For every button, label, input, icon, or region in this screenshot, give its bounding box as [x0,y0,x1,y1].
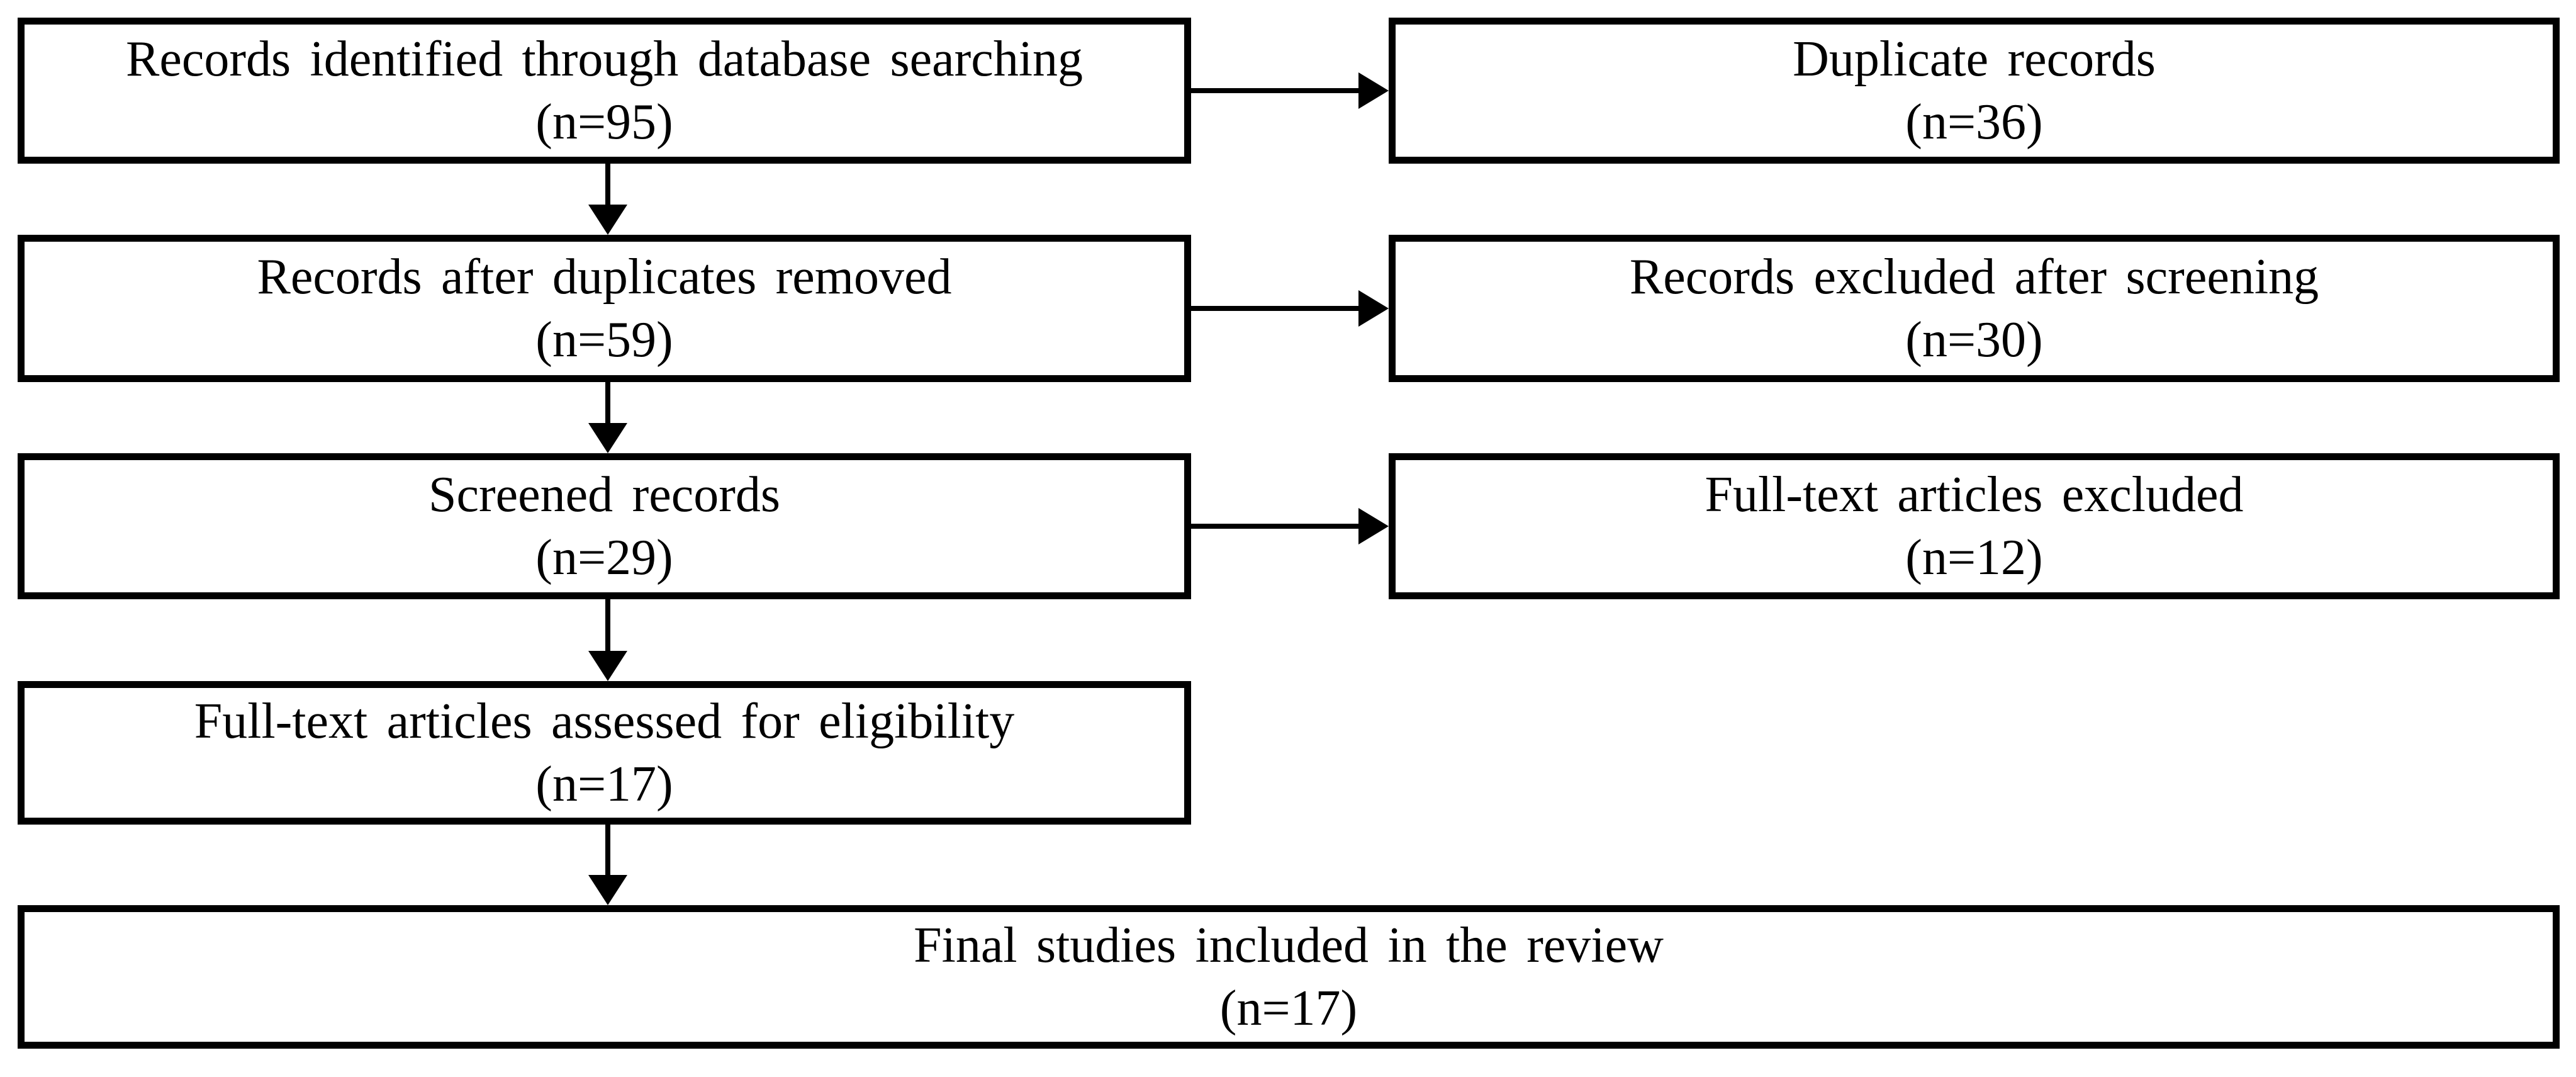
box-label: Records after duplicates removed [257,249,952,305]
down-arrow-head-fulltext-assessed-to-final [588,875,627,905]
right-arrow-line-screened-to-fulltext-excluded [1191,524,1358,529]
box-count: (n=36) [1905,94,2043,150]
box-final-studies: Final studies included in the review (n=… [18,905,2560,1049]
down-arrow-line-identified-to-after-duplicates [605,164,610,205]
right-arrow-line-identified-to-duplicates [1191,88,1358,93]
box-count: (n=59) [535,312,673,368]
box-label: Full-text articles excluded [1705,467,2244,522]
box-count: (n=29) [535,530,673,585]
right-arrow-line-after-duplicates-to-excluded [1191,306,1358,311]
right-arrow-head-after-duplicates-to-excluded [1358,290,1389,327]
box-records-after-duplicates: Records after duplicates removed (n=59) [18,235,1191,382]
box-count: (n=30) [1905,312,2043,368]
box-fulltext-assessed: Full-text articles assessed for eligibil… [18,681,1191,825]
box-label: Full-text articles assessed for eligibil… [194,694,1015,749]
box-count: (n=12) [1905,530,2043,585]
right-arrow-head-screened-to-fulltext-excluded [1358,508,1389,544]
box-label: Records identified through database sear… [125,31,1084,87]
box-count: (n=17) [535,757,673,812]
right-arrow-head-identified-to-duplicates [1358,72,1389,109]
box-records-excluded-screening: Records excluded after screening (n=30) [1389,235,2560,382]
box-label: Duplicate records [1793,31,2156,87]
down-arrow-head-screened-to-fulltext-assessed [588,651,627,681]
box-count: (n=95) [535,94,673,150]
down-arrow-line-fulltext-assessed-to-final [605,825,610,875]
box-screened-records: Screened records (n=29) [18,453,1191,599]
down-arrow-head-after-duplicates-to-screened [588,423,627,453]
down-arrow-line-after-duplicates-to-screened [605,382,610,423]
box-label: Records excluded after screening [1629,249,2319,305]
box-duplicate-records: Duplicate records (n=36) [1389,18,2560,164]
box-count: (n=17) [1219,981,1358,1036]
down-arrow-line-screened-to-fulltext-assessed [605,599,610,651]
box-label: Screened records [428,467,780,522]
box-label: Final studies included in the review [914,918,1664,973]
box-fulltext-excluded: Full-text articles excluded (n=12) [1389,453,2560,599]
down-arrow-head-identified-to-after-duplicates [588,205,627,235]
box-records-identified: Records identified through database sear… [18,18,1191,164]
